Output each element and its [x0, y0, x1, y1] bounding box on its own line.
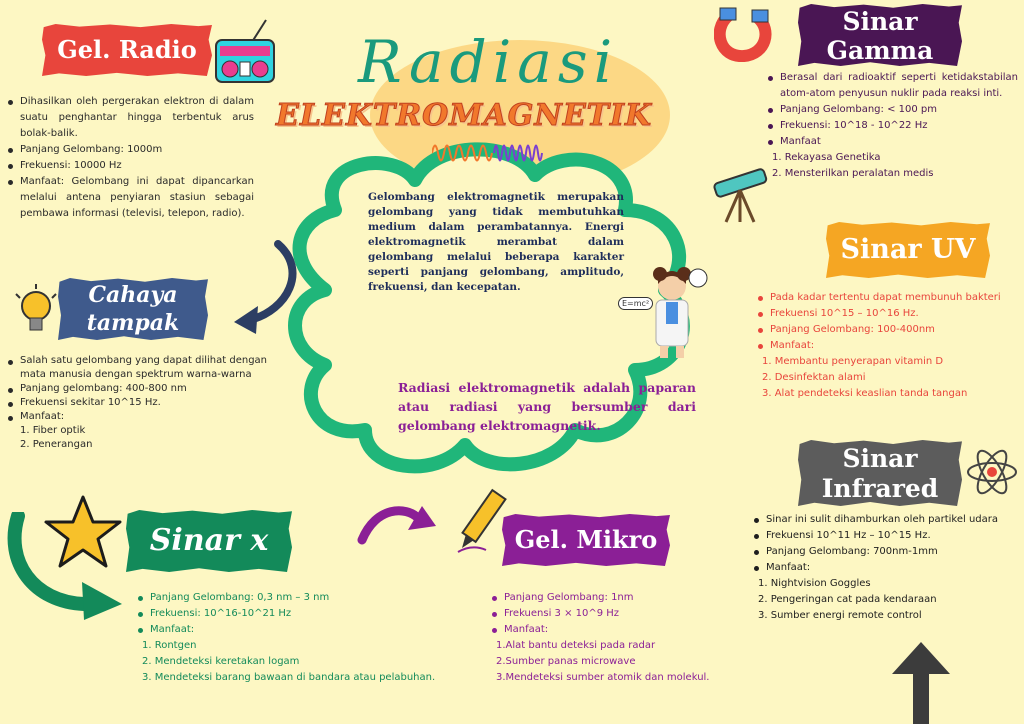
cahaya-title-1: Cahaya	[88, 282, 178, 308]
intro-paragraph: Gelombang elektromagnetik merupakan gelo…	[368, 191, 624, 293]
cahaya-banner: Cahaya tampak	[58, 278, 208, 340]
uv-item: Manfaat:	[756, 338, 1020, 354]
gamma-item: Berasal dari radioaktif seperti ketidaks…	[766, 70, 1018, 102]
xray-banner: Sinar x	[126, 510, 292, 572]
infrared-item: Panjang Gelombang: 700nm-1mm	[752, 544, 1018, 560]
uv-item: Pada kadar tertentu dapat membunuh bakte…	[756, 290, 1020, 306]
star-icon	[44, 495, 122, 568]
uv-banner: Sinar UV	[826, 222, 990, 278]
uv-num: 3. Alat pendeteksi keaslian tanda tangan	[762, 388, 968, 399]
mikro-num: 1.Alat bantu deteksi pada radar	[496, 640, 656, 651]
mikro-list: Panjang Gelombang: 1nm Frekuensi 3 × 10^…	[490, 590, 730, 686]
scientist-icon	[630, 262, 710, 362]
radio-item: Dihasilkan oleh pergerakan elektron di d…	[6, 94, 254, 142]
atom-icon	[967, 449, 1017, 495]
gamma-item: Manfaat	[766, 134, 1018, 150]
xray-item: Frekuensi: 10^16-10^21 Hz	[136, 606, 466, 622]
radio-item: Manfaat: Gelombang ini dapat dipancarkan…	[6, 174, 254, 222]
xray-num: 2. Mendeteksi keretakan logam	[142, 656, 300, 667]
magnet-icon	[714, 7, 772, 62]
cahaya-item: Manfaat:	[6, 410, 276, 424]
mikro-item: Panjang Gelombang: 1nm	[490, 590, 730, 606]
infrared-num: 1. Nightvision Goggles	[758, 578, 871, 589]
scientist-label: E=mc²	[618, 297, 654, 310]
gamma-num: 2. Mensterilkan peralatan medis	[772, 168, 934, 179]
mikro-banner: Gel. Mikro	[502, 514, 670, 566]
radio-item: Frekuensi: 10000 Hz	[6, 158, 254, 174]
infrared-num: 3. Sumber energi remote control	[758, 610, 922, 621]
cahaya-item: Frekuensi sekitar 10^15 Hz.	[6, 396, 276, 410]
title-script: Radiasi	[358, 28, 619, 96]
radio-title: Gel. Radio	[57, 35, 197, 64]
pencil-icon	[457, 488, 507, 553]
lightbulb-icon	[15, 284, 57, 331]
infrared-item: Frekuensi 10^11 Hz – 10^15 Hz.	[752, 528, 1018, 544]
radio-icon	[215, 19, 275, 83]
infrared-num: 2. Pengeringan cat pada kendaraan	[758, 594, 937, 605]
mikro-num: 2.Sumber panas microwave	[496, 656, 636, 667]
uv-num: 1. Membantu penyerapan vitamin D	[762, 356, 944, 367]
radio-banner: Gel. Radio	[42, 24, 212, 76]
definition-paragraph: Radiasi elektromagnetik adalah paparan a…	[398, 380, 696, 433]
infrared-title-2: Infrared	[821, 474, 939, 503]
cahaya-num: 2. Penerangan	[20, 439, 93, 450]
gamma-list: Berasal dari radioaktif seperti ketidaks…	[766, 70, 1018, 182]
cahaya-title-2: tampak	[86, 310, 180, 336]
arrow-icon	[892, 642, 950, 724]
xray-item: Panjang Gelombang: 0,3 nm – 3 nm	[136, 590, 466, 606]
cahaya-list: Salah satu gelombang yang dapat dilihat …	[6, 354, 276, 452]
uv-item: Frekuensi 10^15 – 10^16 Hz.	[756, 306, 1020, 322]
infrared-item: Sinar ini sulit dihamburkan oleh partike…	[752, 512, 1018, 528]
uv-title: Sinar UV	[840, 234, 976, 265]
cahaya-num: 1. Fiber optik	[20, 425, 86, 436]
arrow-icon	[7, 512, 122, 620]
xray-item: Manfaat:	[136, 622, 466, 638]
arrow-icon	[357, 506, 436, 545]
mikro-title: Gel. Mikro	[514, 525, 658, 554]
gamma-num: 1. Rekayasa Genetika	[772, 152, 881, 163]
infrared-banner: Sinar Infrared	[798, 440, 962, 506]
infrared-title-1: Sinar	[842, 444, 918, 473]
gamma-title-2: Gamma	[826, 36, 934, 65]
gamma-item: Panjang Gelombang: < 100 pm	[766, 102, 1018, 118]
arrow-icon	[234, 240, 297, 334]
xray-list: Panjang Gelombang: 0,3 nm – 3 nm Frekuen…	[136, 590, 466, 686]
cahaya-item: Panjang gelombang: 400-800 nm	[6, 382, 276, 396]
gamma-item: Frekuensi: 10^18 - 10^22 Hz	[766, 118, 1018, 134]
radio-list: Dihasilkan oleh pergerakan elektron di d…	[6, 94, 254, 222]
gamma-title-1: Sinar	[842, 7, 918, 36]
gamma-banner: Sinar Gamma	[798, 4, 962, 66]
wave-icon	[432, 144, 543, 162]
xray-num: 1. Rontgen	[142, 640, 197, 651]
mikro-item: Frekuensi 3 × 10^9 Hz	[490, 606, 730, 622]
title-block: ELEKTROMAGNETIK	[275, 98, 653, 134]
uv-item: Panjang Gelombang: 100-400nm	[756, 322, 1020, 338]
mikro-item: Manfaat:	[490, 622, 730, 638]
uv-num: 2. Desinfektan alami	[762, 372, 866, 383]
radio-item: Panjang Gelombang: 1000m	[6, 142, 254, 158]
infrared-list: Sinar ini sulit dihamburkan oleh partike…	[752, 512, 1018, 624]
xray-title: Sinar x	[149, 523, 269, 558]
telescope-icon	[713, 168, 768, 223]
infrared-item: Manfaat:	[752, 560, 1018, 576]
mikro-num: 3.Mendeteksi sumber atomik dan molekul.	[496, 672, 710, 683]
cahaya-item: Salah satu gelombang yang dapat dilihat …	[6, 354, 276, 382]
xray-num: 3. Mendeteksi barang bawaan di bandara a…	[142, 672, 436, 683]
uv-list: Pada kadar tertentu dapat membunuh bakte…	[756, 290, 1020, 402]
